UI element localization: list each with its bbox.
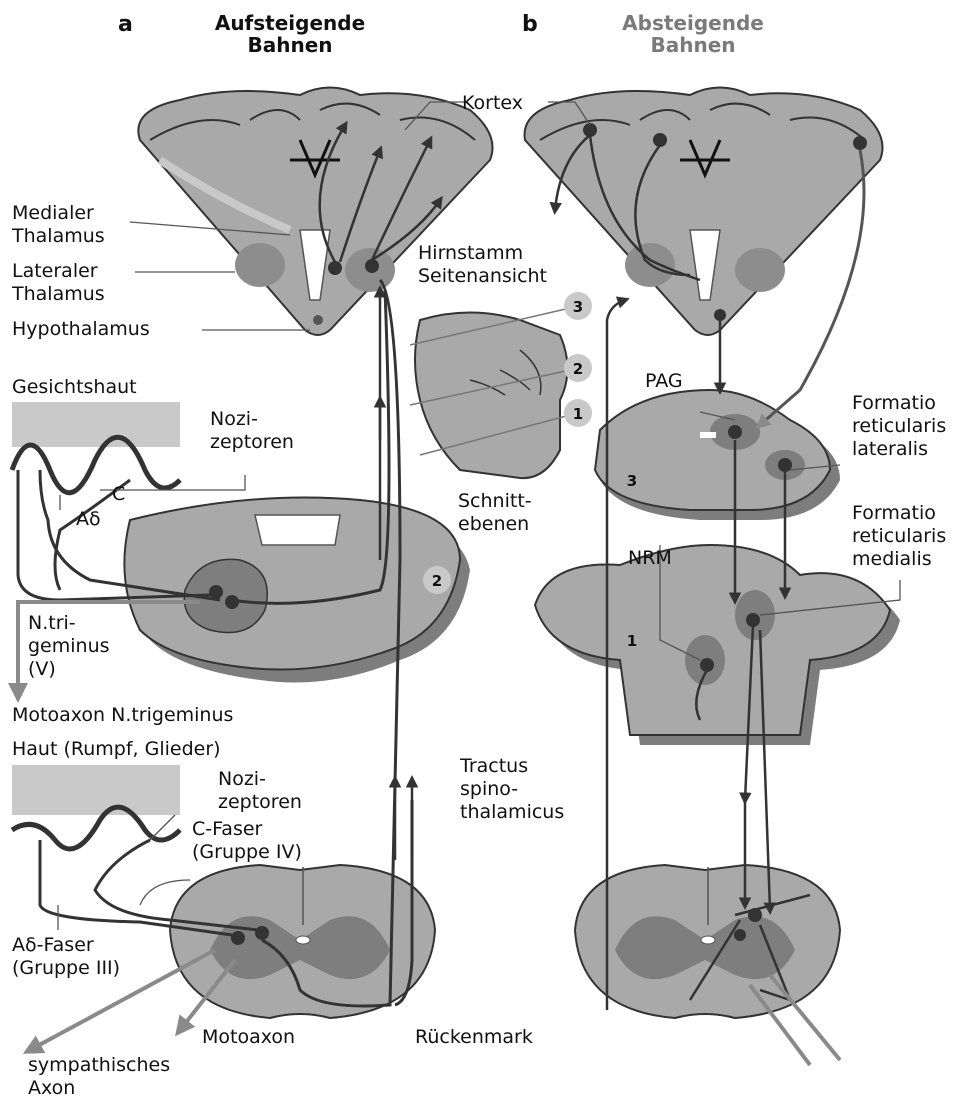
label-pag: PAG xyxy=(645,370,683,393)
label-nozizeptoren-trunk: Nozi- zeptoren xyxy=(218,768,302,814)
label-a-delta: Aδ xyxy=(76,508,101,531)
label-formatio-medialis: Formatio reticularis medialis xyxy=(852,502,946,571)
label-rueckenmark: Rückenmark xyxy=(415,1026,533,1049)
label-sympathisches-axon: sympathisches Axon xyxy=(28,1054,170,1100)
panel-b-title: Absteigende Bahnen xyxy=(608,12,778,56)
section-number-3: 3 xyxy=(627,472,637,490)
label-motoaxon: Motoaxon xyxy=(202,1026,295,1049)
label-kortex: Kortex xyxy=(462,92,523,115)
label-medialer-thalamus: Medialer Thalamus xyxy=(12,202,105,248)
label-hypothalamus: Hypothalamus xyxy=(12,318,150,341)
label-nozizeptoren-face: Nozi- zeptoren xyxy=(210,408,294,454)
section-number-1: 1 xyxy=(627,632,637,650)
section-number-2-side: 2 xyxy=(573,360,583,378)
label-haut: Haut (Rumpf, Glieder) xyxy=(12,738,221,761)
label-formatio-lateralis: Formatio reticularis lateralis xyxy=(852,392,946,461)
label-c-fiber: C xyxy=(112,483,125,506)
label-tractus-spinothalamicus: Tractus spino- thalamicus xyxy=(460,755,564,824)
label-nrm: NRM xyxy=(628,547,672,570)
section-number-3-side: 3 xyxy=(573,298,583,316)
label-c-faser: C-Faser (Gruppe IV) xyxy=(192,818,302,864)
panel-b-letter: b xyxy=(522,12,538,37)
label-schnittebenen: Schnitt- ebenen xyxy=(458,490,532,536)
section-number-1-side: 1 xyxy=(573,405,583,423)
panel-a-letter: a xyxy=(118,12,133,37)
section-number-2: 2 xyxy=(432,572,442,590)
label-motoaxon-trigeminus: Motoaxon N.trigeminus xyxy=(12,704,233,727)
label-a-delta-faser: Aδ-Faser (Gruppe III) xyxy=(12,934,120,980)
label-hirnstamm: Hirnstamm Seitenansicht xyxy=(418,242,547,288)
panel-a-title: Aufsteigende Bahnen xyxy=(205,12,375,56)
label-gesichtshaut: Gesichtshaut xyxy=(12,376,137,399)
label-n-trigeminus: N.tri- geminus (V) xyxy=(28,612,110,681)
label-lateraler-thalamus: Lateraler Thalamus xyxy=(12,260,105,306)
